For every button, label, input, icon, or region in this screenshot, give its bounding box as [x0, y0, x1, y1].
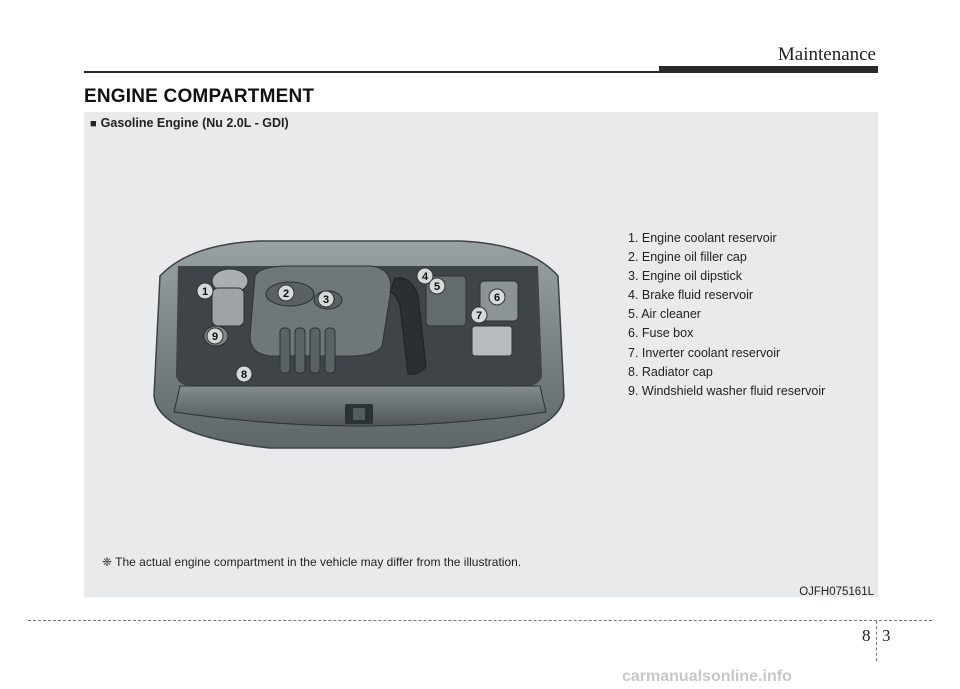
legend-item: 8. Radiator cap	[628, 364, 713, 379]
section-title: ENGINE COMPARTMENT	[84, 86, 315, 107]
callout-6-label: 6	[494, 292, 500, 304]
callout-2-label: 2	[283, 288, 289, 300]
component-legend: 1. Engine coolant reservoir 2. Engine oi…	[628, 230, 825, 402]
callout-8: 8	[235, 365, 253, 383]
legend-item: 9. Windshield washer fluid reservoir	[628, 383, 826, 398]
callout-9: 9	[206, 327, 224, 345]
callout-3-label: 3	[323, 294, 329, 306]
legend-item: 6. Fuse box	[628, 326, 694, 341]
callout-4: 4	[416, 267, 434, 285]
header-rule-accent	[659, 66, 878, 73]
callout-6: 6	[488, 288, 506, 306]
callout-2: 2	[277, 284, 295, 302]
footer-rule	[28, 620, 932, 621]
callout-9-label: 9	[212, 331, 218, 343]
callout-1: 1	[196, 282, 214, 300]
engine-compartment-illustration: 1 2 3 4 5 6 7 8	[153, 240, 565, 449]
callout-7: 7	[470, 306, 488, 324]
legend-item: 4. Brake fluid reservoir	[628, 288, 754, 303]
callout-4-label: 4	[422, 271, 429, 283]
callout-5: 5	[428, 277, 446, 295]
legend-item: 7. Inverter coolant reservoir	[628, 345, 781, 360]
callout-3: 3	[317, 290, 335, 308]
legend-item: 1. Engine coolant reservoir	[628, 231, 777, 245]
figure-code: OJFH075161L	[799, 586, 874, 598]
panel-caption: ■Gasoline Engine (Nu 2.0L - GDI)	[90, 116, 289, 130]
chapter-number: 8	[862, 626, 871, 645]
header-rule	[84, 71, 878, 73]
callout-8-label: 8	[241, 369, 247, 381]
page-number: 3	[882, 626, 891, 645]
callout-5-label: 5	[434, 281, 440, 293]
legend-item: 5. Air cleaner	[628, 307, 701, 322]
caption-bullet: ■	[90, 118, 97, 130]
legend-item: 3. Engine oil dipstick	[628, 269, 742, 284]
callout-1-label: 1	[202, 286, 208, 298]
legend-item: 2. Engine oil filler cap	[628, 250, 747, 265]
footer-divider	[876, 621, 877, 661]
running-header-title: Maintenance	[777, 44, 876, 65]
callout-7-label: 7	[476, 310, 482, 322]
watermark: carmanualsonline.info	[622, 668, 792, 685]
illustration-note: ❈ The actual engine compartment in the v…	[102, 555, 522, 569]
caption-text: Gasoline Engine (Nu 2.0L - GDI)	[100, 116, 289, 130]
